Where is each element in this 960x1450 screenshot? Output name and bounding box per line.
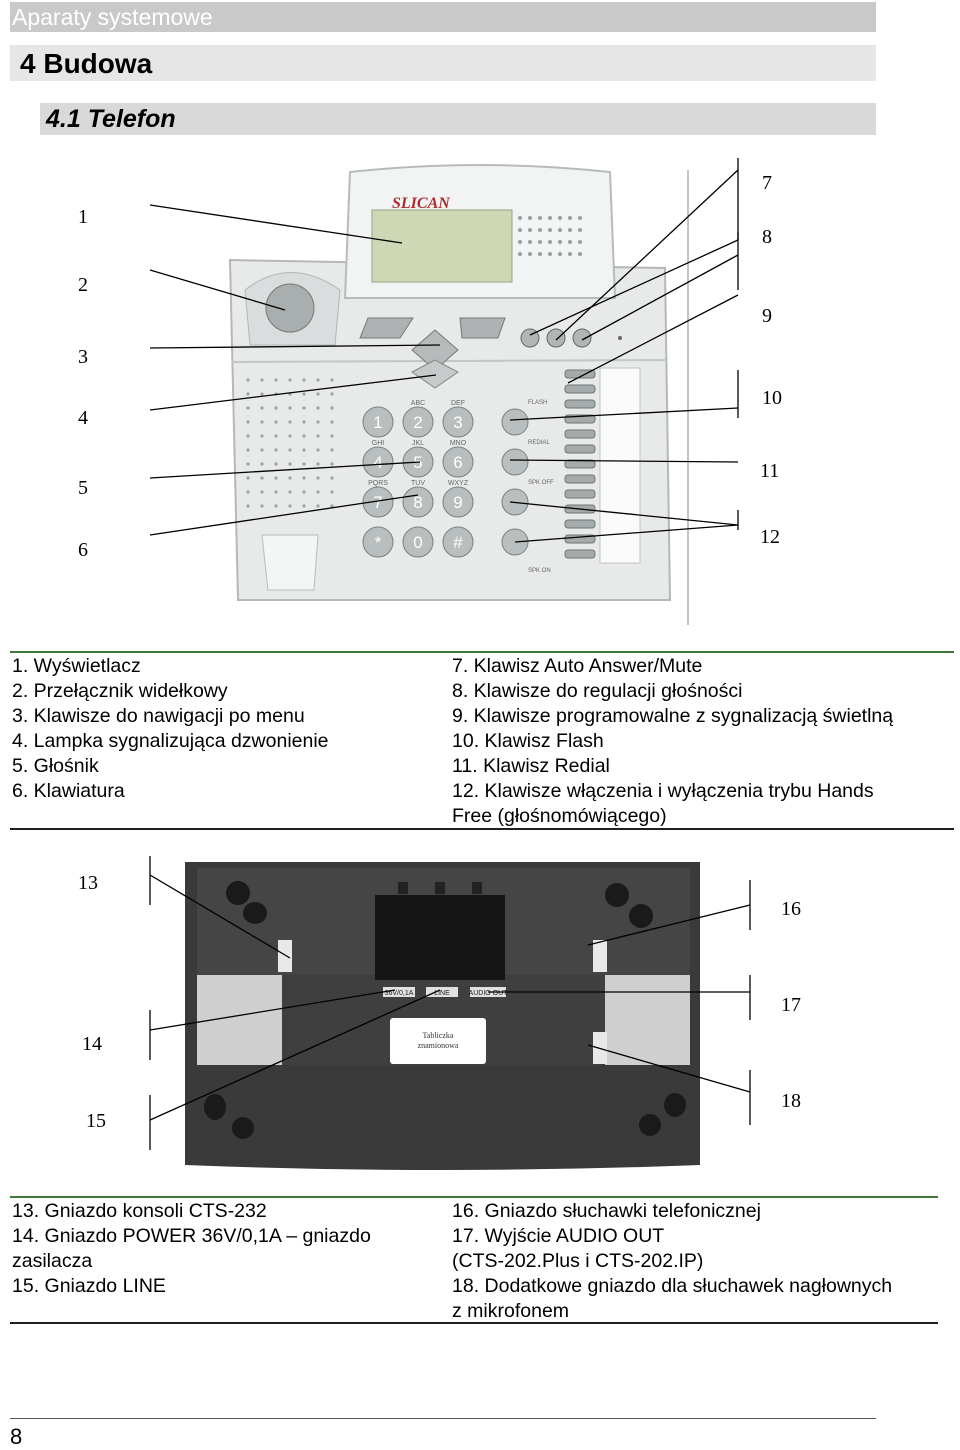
legend-bottom: 13. Gniazdo konsoli CTS-232 14. Gniazdo … (12, 1199, 942, 1324)
legend-item-15: 15. Gniazdo LINE (12, 1275, 166, 1297)
section-title: 4.1 Telefon (46, 105, 176, 133)
legend-item-2: 2. Przełącznik widełkowy (12, 680, 228, 702)
key-letters-ghi: GHI (372, 440, 385, 447)
legend-bottom-rule-upper (10, 1196, 938, 1198)
legend-item-3: 3. Klawisze do nawigacji po menu (12, 705, 305, 727)
callout-6: 6 (78, 539, 88, 561)
legend-item-18-cont: z mikrofonem (452, 1300, 570, 1322)
footer-rule (10, 1418, 876, 1419)
callout-3: 3 (78, 346, 88, 368)
key-0: 0 (413, 533, 422, 552)
legend-bottom-rule-lower (10, 1322, 938, 1324)
legend-top: 1. Wyświetlacz 2. Przełącznik widełkowy … (12, 654, 952, 829)
key-letters-jkl: JKL (412, 440, 424, 447)
brand-logo: SLICAN (392, 195, 451, 212)
key-letters-pqrs: PQRS (368, 480, 388, 487)
callout-1: 1 (78, 206, 88, 228)
callout-8: 8 (762, 226, 772, 248)
chapter-heading-bar: 4 Budowa (10, 45, 876, 81)
callout-9: 9 (762, 305, 772, 327)
key-letters-abc: ABC (411, 400, 425, 407)
callout-17: 17 (781, 994, 801, 1016)
callout-2: 2 (78, 274, 88, 296)
key-8: 8 (413, 493, 422, 512)
legend-item-12: 12. Klawisze włączenia i wyłączenia tryb… (452, 780, 874, 802)
chapter-title: 4 Budowa (20, 48, 153, 79)
callout-16: 16 (781, 898, 801, 920)
legend-item-13: 13. Gniazdo konsoli CTS-232 (12, 1200, 267, 1222)
redial-key-label: REDIAL (528, 440, 550, 446)
port-label-audio-out: AUDIO OUT (469, 990, 509, 997)
callout-15: 15 (86, 1110, 106, 1132)
phone-bottom-view-illustration: 36V/0,1A LINE AUDIO OUT Tabliczka znamio… (149, 856, 751, 1170)
legend-item-16: 16. Gniazdo słuchawki telefonicznej (452, 1200, 761, 1222)
legend-item-8: 8. Klawisze do regulacji głośności (452, 680, 743, 702)
section-heading-bar: 4.1 Telefon (40, 103, 876, 135)
legend-item-17: 17. Wyjście AUDIO OUT (452, 1225, 665, 1247)
running-header: Aparaty systemowe (10, 2, 876, 32)
legend-item-7: 7. Klawisz Auto Answer/Mute (452, 655, 703, 677)
legend-item-14-cont: zasilacza (12, 1250, 93, 1272)
legend-item-12-cont: Free (głośnomówiącego) (452, 805, 667, 827)
key-1: 1 (373, 413, 382, 432)
callout-10: 10 (762, 387, 782, 409)
legend-item-9: 9. Klawisze programowalne z sygnalizacją… (452, 705, 894, 727)
callout-11: 11 (760, 460, 780, 482)
key-hash: # (453, 533, 463, 552)
callout-18: 18 (781, 1090, 801, 1112)
legend-top-rule-lower (10, 828, 954, 830)
flash-key-label: FLASH (528, 400, 547, 406)
spk-off-key-label: SPK OFF (528, 480, 554, 486)
rating-plate-label-line2: znamionowa (418, 1041, 459, 1050)
callout-4: 4 (78, 407, 88, 429)
legend-top-rule-upper (10, 651, 954, 653)
legend-item-10: 10. Klawisz Flash (452, 730, 604, 752)
key-star: * (375, 533, 382, 552)
legend-item-17-cont: (CTS-202.Plus i CTS-202.IP) (452, 1250, 704, 1272)
legend-item-5: 5. Głośnik (12, 755, 99, 777)
key-3: 3 (453, 413, 462, 432)
key-letters-def: DEF (451, 400, 465, 407)
port-label-line: LINE (434, 990, 450, 997)
legend-item-11: 11. Klawisz Redial (452, 755, 610, 777)
phone-top-view-illustration: SLICAN 1 2 3 4 5 (149, 158, 739, 625)
legend-item-14: 14. Gniazdo POWER 36V/0,1A – gniazdo (12, 1225, 371, 1247)
running-title: Aparaty systemowe (12, 4, 213, 30)
legend-item-6: 6. Klawiatura (12, 780, 125, 802)
page-number: 8 (10, 1424, 23, 1449)
rating-plate-label-line1: Tabliczka (423, 1031, 454, 1040)
key-letters-mno: MNO (450, 440, 467, 447)
key-letters-wxyz: WXYZ (448, 480, 469, 487)
callout-12: 12 (760, 526, 780, 548)
callout-7: 7 (762, 172, 772, 194)
callout-14: 14 (82, 1033, 102, 1055)
legend-item-1: 1. Wyświetlacz (12, 655, 141, 677)
callout-13: 13 (78, 872, 98, 894)
callout-5: 5 (78, 477, 88, 499)
legend-item-4: 4. Lampka sygnalizująca dzwonienie (12, 730, 329, 752)
key-letters-tuv: TUV (411, 480, 425, 487)
key-7: 7 (373, 493, 382, 512)
port-label-power: 36V/0,1A (385, 990, 414, 997)
key-4: 4 (373, 453, 382, 472)
spk-on-key-label: SPK ON (528, 568, 551, 574)
legend-item-18: 18. Dodatkowe gniazdo dla słuchawek nagł… (452, 1275, 893, 1297)
key-2: 2 (413, 413, 422, 432)
key-9: 9 (453, 493, 462, 512)
key-6: 6 (453, 453, 462, 472)
